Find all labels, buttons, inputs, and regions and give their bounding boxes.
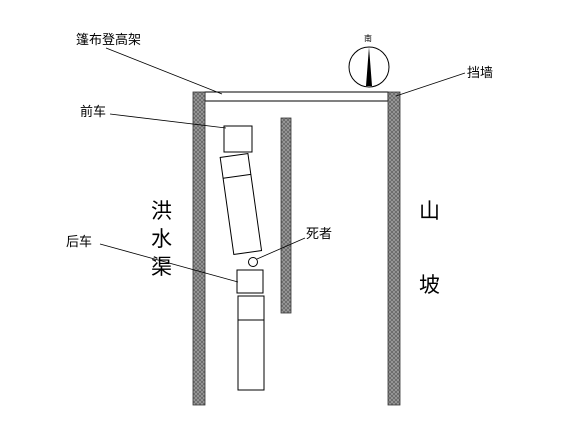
label-hillside-1: 山 xyxy=(419,199,440,223)
label-front-truck: 前车 xyxy=(80,104,106,120)
left-wall xyxy=(192,91,206,406)
compass-needle-icon xyxy=(366,47,372,86)
label-hillside-2: 坡 xyxy=(419,273,440,297)
label-flood-channel-3: 渠 xyxy=(151,255,172,279)
label-deceased: 死者 xyxy=(306,227,332,242)
label-flood-channel-2: 水 xyxy=(151,227,172,251)
leader-rear-truck xyxy=(99,243,239,283)
label-retaining-wall: 挡墙 xyxy=(467,66,493,81)
label-rear-truck: 后车 xyxy=(66,234,92,250)
compass-label: 南 xyxy=(364,33,372,43)
leader-tent-frame xyxy=(105,47,223,95)
deceased-marker xyxy=(248,257,258,267)
middle-wall xyxy=(280,117,292,314)
leader-deceased xyxy=(256,237,306,260)
compass: 南 xyxy=(348,33,390,88)
rear-truck-body xyxy=(237,295,265,391)
front-truck-body xyxy=(219,152,263,256)
label-flood-channel-1: 洪 xyxy=(151,199,172,223)
leader-retaining-wall xyxy=(395,72,466,97)
front-truck-cab xyxy=(223,125,253,153)
leader-front-truck xyxy=(109,113,227,129)
tent-frame-bar xyxy=(204,91,389,102)
right-retaining-wall xyxy=(387,91,401,406)
label-tent-frame: 篷布登高架 xyxy=(76,32,141,48)
rear-truck-cab xyxy=(236,269,264,294)
